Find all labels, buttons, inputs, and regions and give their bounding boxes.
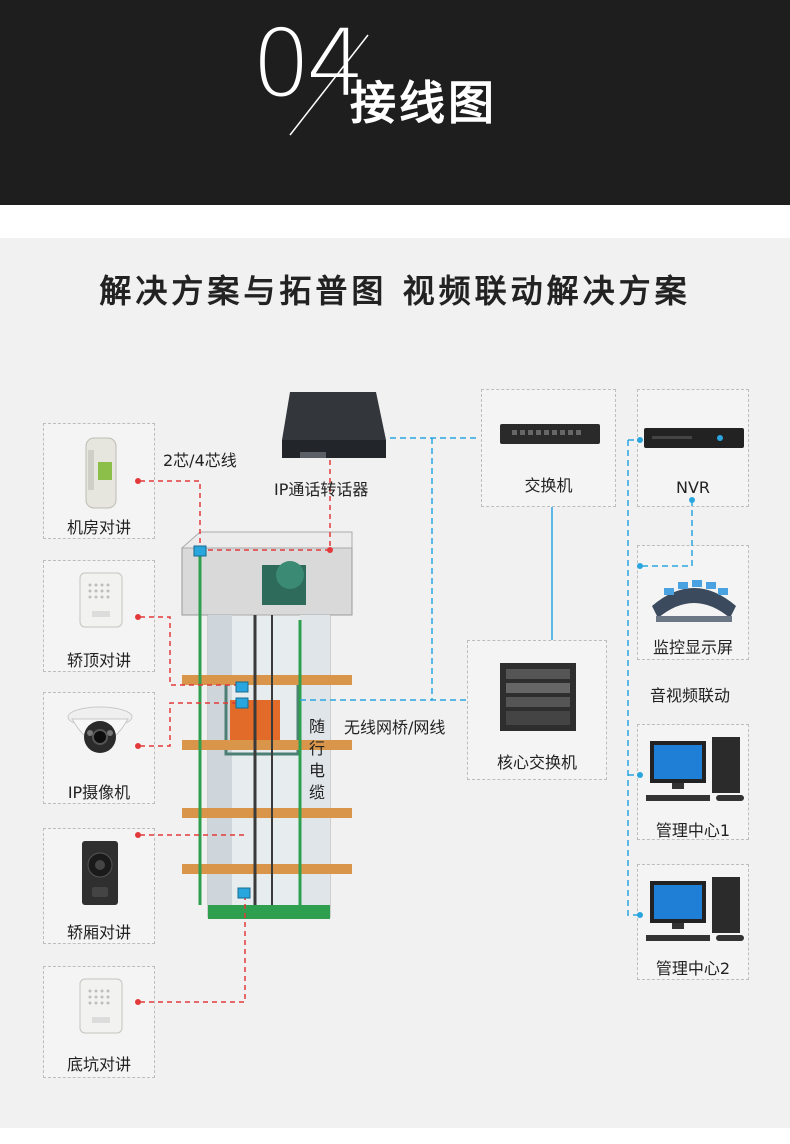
device-label-car-top: 轿顶对讲 (66, 651, 131, 670)
monitor-screen-label: 监控显示屏 (652, 638, 733, 657)
nvr-box: NVR (637, 389, 749, 507)
monitor-screen-box: 监控显示屏 (637, 545, 749, 660)
device-label-car: 轿厢对讲 (66, 923, 131, 942)
header-slash-decoration (289, 34, 369, 136)
mgmt-center-2-box: 管理中心2 (637, 864, 749, 980)
device-box-ip-camera: IP摄像机 (43, 692, 155, 804)
device-label-pit: 底坑对讲 (66, 1055, 131, 1074)
core-switch-label: 核心交换机 (496, 753, 577, 772)
computer-icon (646, 737, 744, 801)
nvr-icon (644, 428, 744, 448)
ip-converter-icon (282, 392, 386, 458)
car-intercom-icon (82, 841, 118, 905)
section-title: 接线图 (350, 76, 497, 130)
diagram-title: 解决方案与拓普图 视频联动解决方案 (99, 272, 691, 310)
computer-icon (646, 877, 744, 941)
pit-intercom-icon (79, 978, 123, 1034)
device-box-machine-room: 机房对讲 (43, 423, 155, 539)
device-box-pit: 底坑对讲 (43, 966, 155, 1078)
core-switch-icon (500, 663, 576, 731)
switch-label: 交换机 (524, 476, 573, 495)
mgmt-center-1-label: 管理中心1 (655, 821, 731, 840)
mgmt-center-2-label: 管理中心2 (655, 959, 731, 978)
core-switch-box: 核心交换机 (467, 640, 607, 780)
elevator-shaft-illustration (180, 531, 353, 919)
wire-note-label: 2芯/4芯线 (163, 451, 237, 470)
nvr-label: NVR (675, 478, 711, 497)
switch-icon (500, 424, 600, 444)
device-label-ip-camera: IP摄像机 (67, 783, 131, 802)
car-top-intercom-icon (79, 572, 123, 628)
ip-converter-label: IP通话转话器 (274, 480, 369, 499)
av-linkage-label: 音视频联动 (650, 686, 731, 705)
wireless-bridge-label: 无线网桥/网线 (344, 718, 446, 737)
monitor-screen-icon (652, 580, 736, 622)
device-box-car: 轿厢对讲 (43, 828, 155, 944)
switch-box: 交换机 (481, 389, 616, 507)
device-label-machine-room: 机房对讲 (66, 518, 131, 537)
ip-camera-icon (67, 706, 133, 753)
machine-room-intercom-icon (85, 437, 117, 509)
section-header: 04 接线图 (0, 0, 790, 205)
mgmt-center-1-box: 管理中心1 (637, 724, 749, 840)
trailing-cable-label: 随行电缆 (308, 717, 325, 802)
